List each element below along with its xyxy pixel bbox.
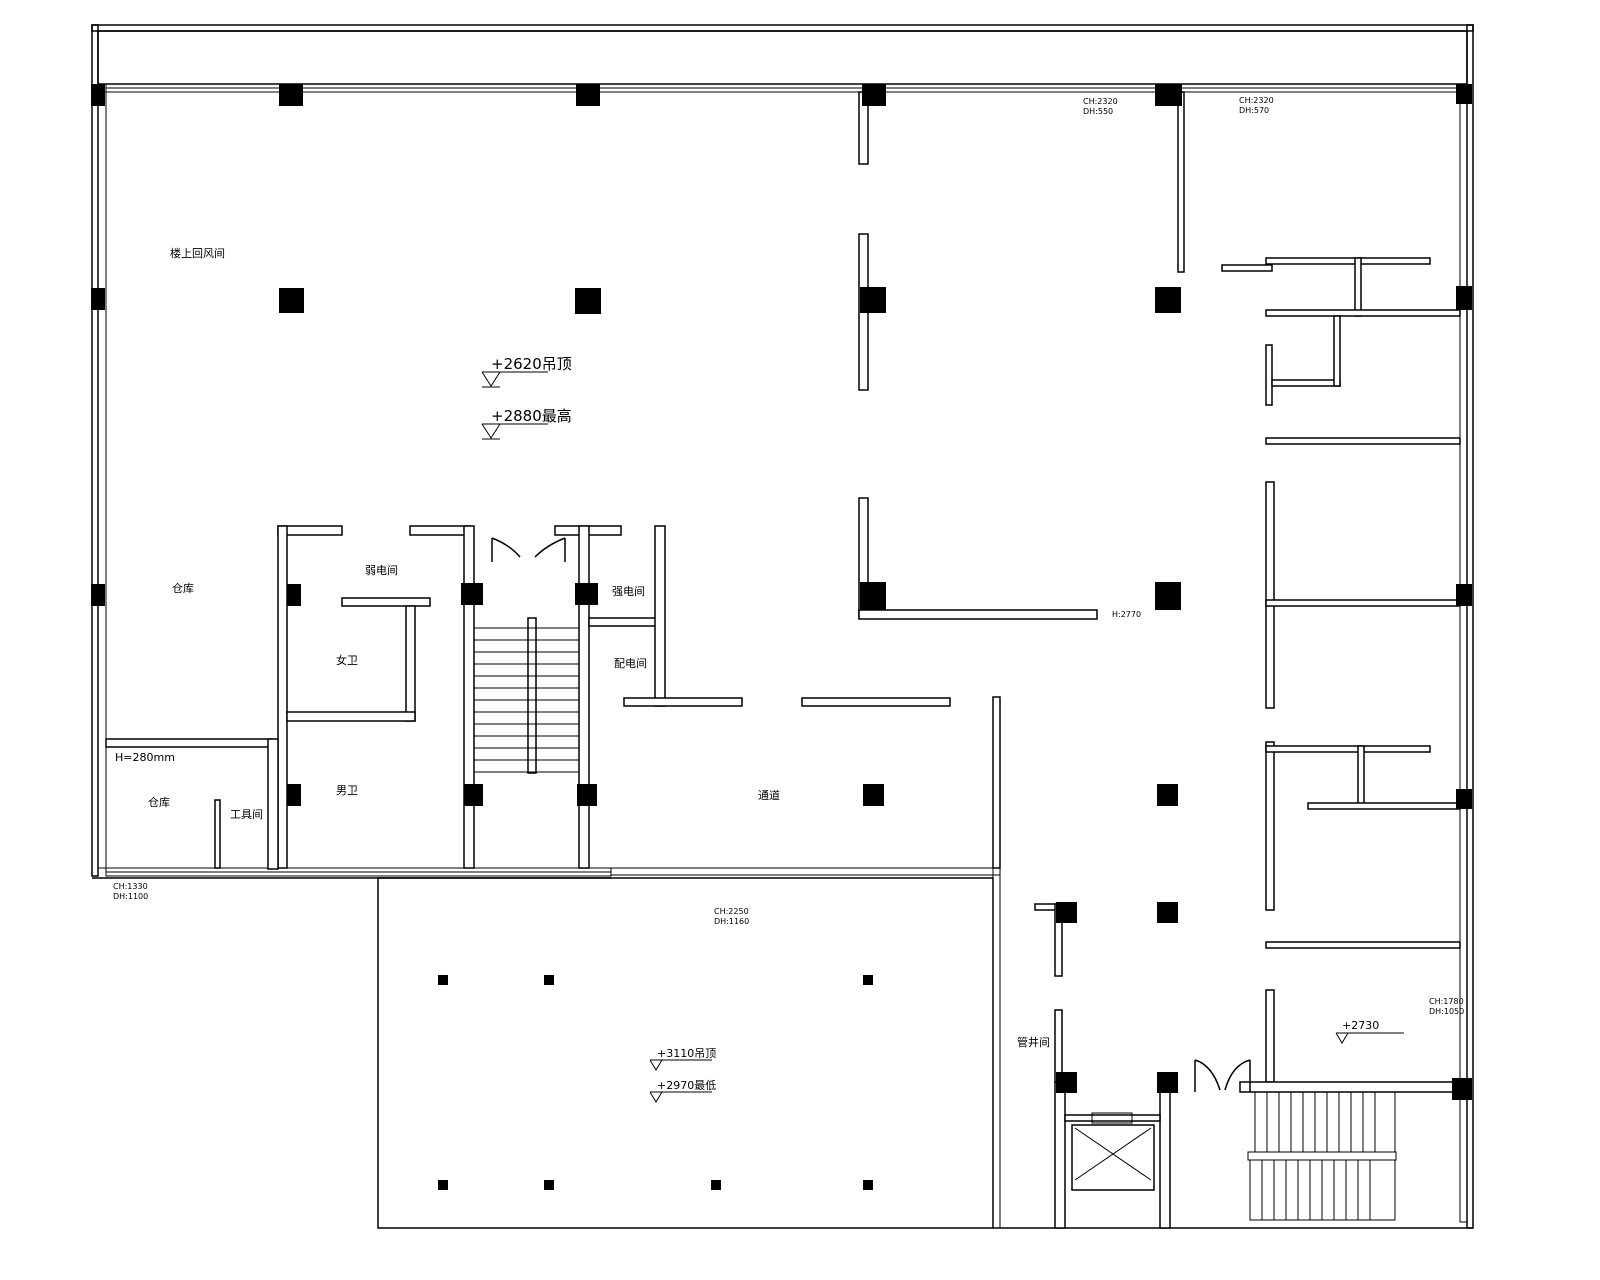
stair-2 bbox=[1247, 1091, 1397, 1221]
room-label: 强电间 bbox=[612, 585, 645, 598]
level-label: +2880最高 bbox=[491, 407, 572, 425]
level-label: +3110吊顶 bbox=[657, 1047, 716, 1060]
ceiling-note: DH:1050 bbox=[1429, 1007, 1464, 1016]
room-label: 楼上回风间 bbox=[170, 246, 225, 260]
room-label: 仓库 bbox=[172, 581, 194, 595]
columns bbox=[91, 84, 1472, 1190]
room-label: 仓库 bbox=[148, 795, 170, 809]
room-label: 配电间 bbox=[614, 657, 647, 670]
room-label: 男卫 bbox=[336, 784, 358, 797]
ceiling-note: CH:2250 bbox=[714, 907, 749, 916]
double-door bbox=[491, 537, 566, 562]
ceiling-note: DH:1160 bbox=[714, 917, 749, 926]
labels: 楼上回风间 仓库 弱电间 女卫 男卫 H=280mm 仓库 工具间 强电间 配电… bbox=[113, 96, 1464, 1092]
ceiling-note: CH:2320 bbox=[1239, 96, 1274, 105]
double-door-2 bbox=[1194, 1059, 1251, 1092]
room-label: 弱电间 bbox=[365, 564, 398, 577]
ceiling-note: CH:1330 bbox=[113, 882, 148, 891]
height-mark: H:2770 bbox=[1112, 610, 1141, 619]
ceiling-note: CH:1780 bbox=[1429, 997, 1464, 1006]
room-label: 管井间 bbox=[1017, 1035, 1050, 1049]
stair-treads bbox=[474, 627, 579, 773]
height-note: H=280mm bbox=[115, 751, 175, 764]
level-label: +2620吊顶 bbox=[491, 355, 572, 373]
level-label: +2730 bbox=[1342, 1019, 1379, 1032]
level-label: +2970最低 bbox=[657, 1079, 716, 1092]
interior-walls bbox=[105, 91, 1461, 1229]
ceiling-note: DH:550 bbox=[1083, 107, 1113, 116]
outer-walls bbox=[91, 24, 1474, 1229]
level-markers bbox=[481, 371, 1404, 1103]
ceiling-note: DH:570 bbox=[1239, 106, 1269, 115]
ceiling-note: DH:1100 bbox=[113, 892, 148, 901]
ceiling-note: CH:2320 bbox=[1083, 97, 1118, 106]
room-label: 工具间 bbox=[230, 808, 263, 821]
room-label: 女卫 bbox=[336, 653, 358, 667]
room-label: 通道 bbox=[758, 788, 780, 802]
